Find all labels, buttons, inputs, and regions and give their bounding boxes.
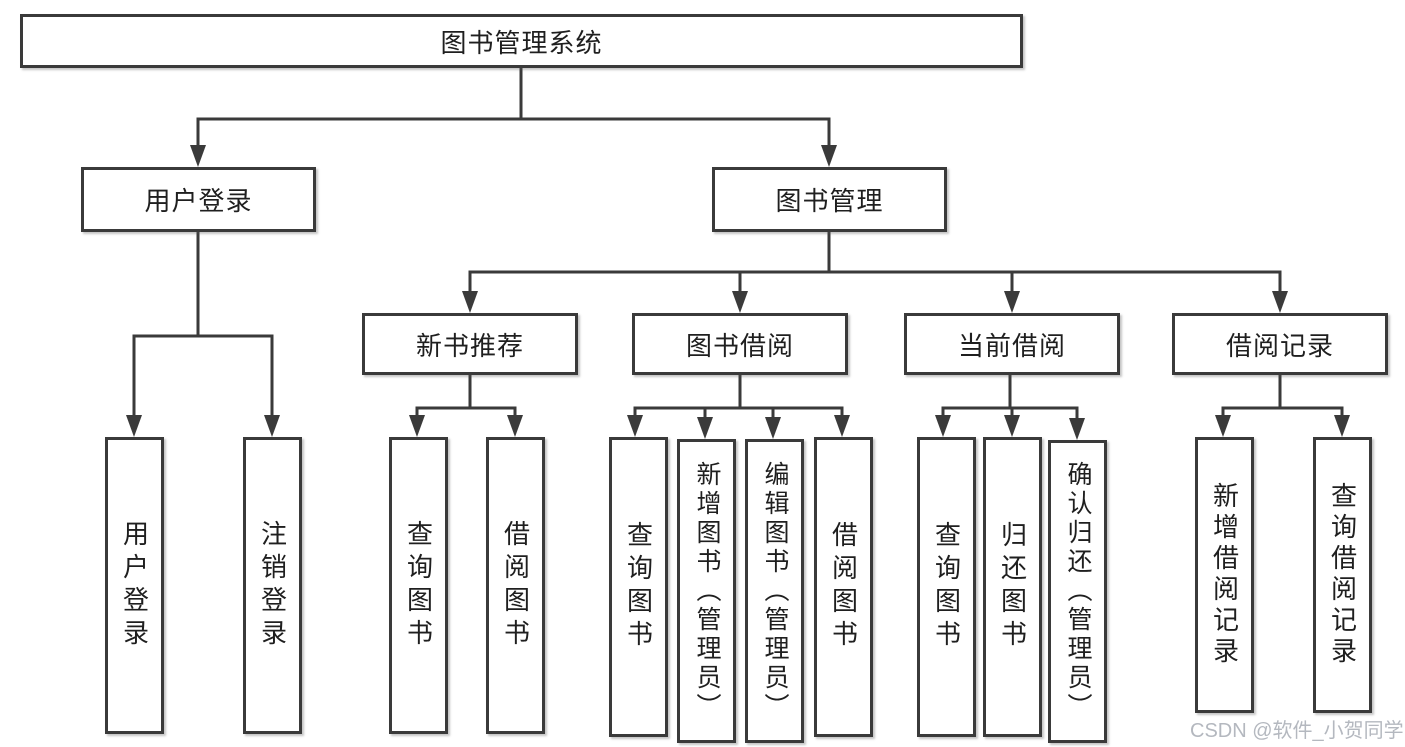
node-book-management: 图书管理 xyxy=(712,167,947,232)
csdn-watermark: CSDN @软件_小贺同学 xyxy=(1190,720,1404,742)
leaf-add-borrow-record: 新增借阅记录 xyxy=(1195,437,1254,713)
node-book-management-label: 图书管理 xyxy=(775,186,884,216)
leaf-logout-login: 注销登录 xyxy=(243,437,302,734)
leaf-add-book-admin-label: 新增图书（管理员） xyxy=(693,460,721,722)
leaf-logout-login-label: 注销登录 xyxy=(257,519,288,652)
leaf-borrow-book-recommend-label: 借阅图书 xyxy=(500,519,531,652)
node-borrow-record-label: 借阅记录 xyxy=(1225,330,1334,361)
leaf-user-login: 用户登录 xyxy=(105,437,164,734)
leaf-confirm-return-admin-label: 确认归还（管理员） xyxy=(1064,461,1092,722)
leaf-query-book-recommend-label: 查询图书 xyxy=(403,519,434,652)
leaf-return-book: 归还图书 xyxy=(983,437,1042,737)
leaf-query-book-current: 查询图书 xyxy=(917,437,976,737)
connector-book-borrow xyxy=(627,375,850,439)
node-user-login: 用户登录 xyxy=(81,167,316,232)
leaf-query-borrow-record-label: 查询借阅记录 xyxy=(1327,482,1358,668)
connector-book-management xyxy=(462,232,1288,313)
leaf-add-book-admin: 新增图书（管理员） xyxy=(677,439,736,743)
leaf-query-book-borrow-label: 查询图书 xyxy=(623,521,654,653)
node-book-borrow-label: 图书借阅 xyxy=(685,330,794,361)
leaf-return-book-label: 归还图书 xyxy=(997,521,1028,653)
node-new-book-recommend-label: 新书推荐 xyxy=(415,330,524,361)
leaf-query-borrow-record: 查询借阅记录 xyxy=(1313,437,1372,713)
node-borrow-record: 借阅记录 xyxy=(1172,313,1388,375)
node-user-login-label: 用户登录 xyxy=(144,186,253,216)
leaf-add-borrow-record-label: 新增借阅记录 xyxy=(1209,482,1240,668)
leaf-query-book-borrow: 查询图书 xyxy=(609,437,668,737)
node-book-borrow: 图书借阅 xyxy=(632,313,848,375)
connector-root xyxy=(190,68,837,167)
leaf-edit-book-admin: 编辑图书（管理员） xyxy=(745,439,804,743)
connector-borrow-record xyxy=(1215,375,1350,437)
node-current-borrow: 当前借阅 xyxy=(904,313,1120,375)
leaf-borrow-book-label: 借阅图书 xyxy=(828,521,859,653)
node-current-borrow-label: 当前借阅 xyxy=(957,330,1066,361)
leaf-query-book-recommend: 查询图书 xyxy=(389,437,448,734)
node-library-management-system: 图书管理系统 xyxy=(20,14,1023,68)
node-new-book-recommend: 新书推荐 xyxy=(362,313,578,375)
leaf-borrow-book-recommend: 借阅图书 xyxy=(486,437,545,734)
connector-new-book-recommend xyxy=(409,375,523,437)
node-library-management-system-label: 图书管理系统 xyxy=(440,27,603,58)
connector-user-login xyxy=(126,232,280,437)
connector-current-borrow xyxy=(935,375,1085,440)
leaf-borrow-book: 借阅图书 xyxy=(814,437,873,737)
leaf-user-login-label: 用户登录 xyxy=(119,519,150,652)
leaf-query-book-current-label: 查询图书 xyxy=(931,521,962,653)
leaf-confirm-return-admin: 确认归还（管理员） xyxy=(1048,440,1107,743)
leaf-edit-book-admin-label: 编辑图书（管理员） xyxy=(761,460,789,722)
